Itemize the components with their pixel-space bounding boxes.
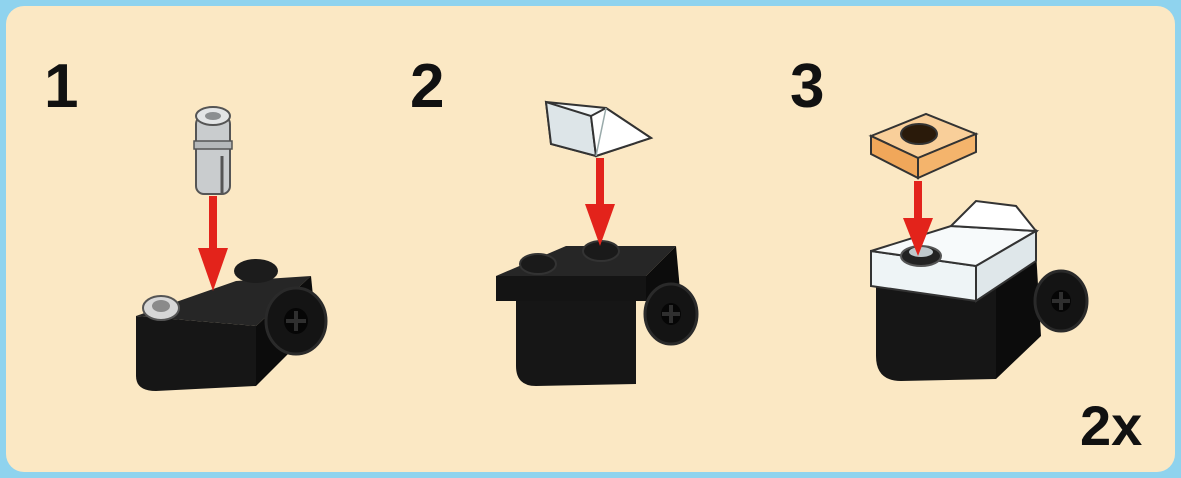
step-2-illustration xyxy=(476,86,736,406)
red-arrow xyxy=(198,196,228,291)
black-plate-brick xyxy=(496,241,697,386)
orange-transparent-plate xyxy=(871,114,976,178)
red-arrow xyxy=(585,158,615,246)
step-1-illustration xyxy=(106,86,366,416)
step-3-illustration xyxy=(856,96,1106,406)
clear-slope-brick xyxy=(546,102,651,156)
step-1-number: 1 xyxy=(44,56,78,118)
quantity-multiplier: 2x xyxy=(1080,398,1142,454)
gray-pin xyxy=(194,107,232,194)
instruction-panel: 1 2 3 xyxy=(6,6,1175,472)
step-2-number: 2 xyxy=(410,56,444,118)
black-technic-brick xyxy=(136,259,326,391)
step-3-number: 3 xyxy=(790,56,824,118)
